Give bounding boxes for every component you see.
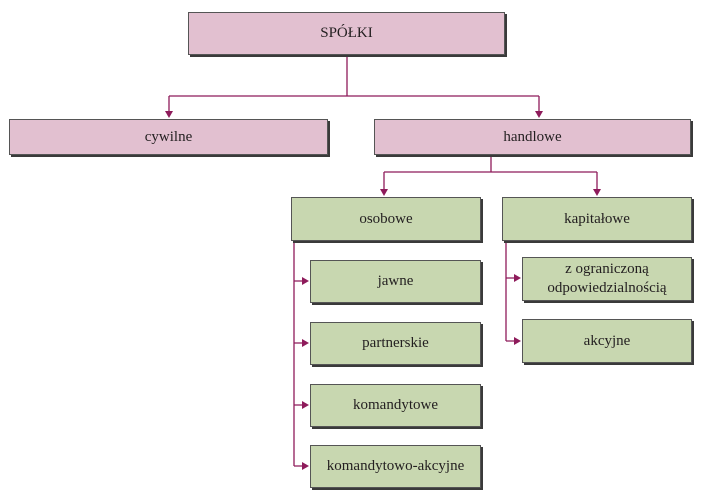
- node-komandytowo-akcyjne-label: komandytowo-akcyjne: [326, 458, 465, 474]
- node-kapitalowe: kapitałowe: [502, 197, 692, 241]
- arrow-to-komandytowo-akcyjne: [302, 462, 309, 470]
- node-osobowe: osobowe: [291, 197, 481, 241]
- node-partnerskie-label: partnerskie: [362, 335, 429, 351]
- node-osobowe-label: osobowe: [359, 210, 413, 227]
- arrow-to-akcyjne: [514, 337, 521, 345]
- arrow-to-cywilne: [165, 111, 173, 118]
- node-jawne-label: jawne: [377, 273, 414, 289]
- arrow-to-osobowe: [380, 189, 388, 196]
- arrow-to-handlowe: [535, 111, 543, 118]
- node-kapitalowe-label: kapitałowe: [564, 210, 630, 227]
- arrow-to-jawne: [302, 277, 309, 285]
- node-spolki: SPÓŁKI: [188, 12, 505, 55]
- arrow-to-z-ograniczona: [514, 274, 521, 282]
- node-handlowe-label: handlowe: [503, 128, 562, 145]
- node-akcyjne: akcyjne: [522, 319, 692, 363]
- node-z-ograniczona-odpowiedzialnoscia: z ograniczoną odpowiedzialnością: [522, 257, 692, 301]
- connector-osobowe-branch: [293, 241, 304, 467]
- node-komandytowe-label: komandytowe: [353, 397, 438, 413]
- arrow-to-kapitalowe: [593, 189, 601, 196]
- node-spolki-label: SPÓŁKI: [320, 25, 373, 41]
- arrow-to-komandytowe: [302, 401, 309, 409]
- connector-kapitalowe-branch: [505, 241, 516, 342]
- node-jawne: jawne: [310, 260, 481, 303]
- connector-root-to-level1: [168, 55, 540, 113]
- node-z-ograniczona-label: z ograniczoną odpowiedzialnością: [547, 261, 667, 296]
- connector-handlowe-to-level2: [383, 155, 598, 191]
- node-akcyjne-label: akcyjne: [583, 332, 631, 349]
- node-cywilne: cywilne: [9, 119, 328, 155]
- node-partnerskie: partnerskie: [310, 322, 481, 365]
- arrow-to-partnerskie: [302, 339, 309, 347]
- node-komandytowe: komandytowe: [310, 384, 481, 427]
- node-cywilne-label: cywilne: [144, 128, 193, 145]
- node-komandytowo-akcyjne: komandytowo-akcyjne: [310, 445, 481, 488]
- node-handlowe: handlowe: [374, 119, 691, 155]
